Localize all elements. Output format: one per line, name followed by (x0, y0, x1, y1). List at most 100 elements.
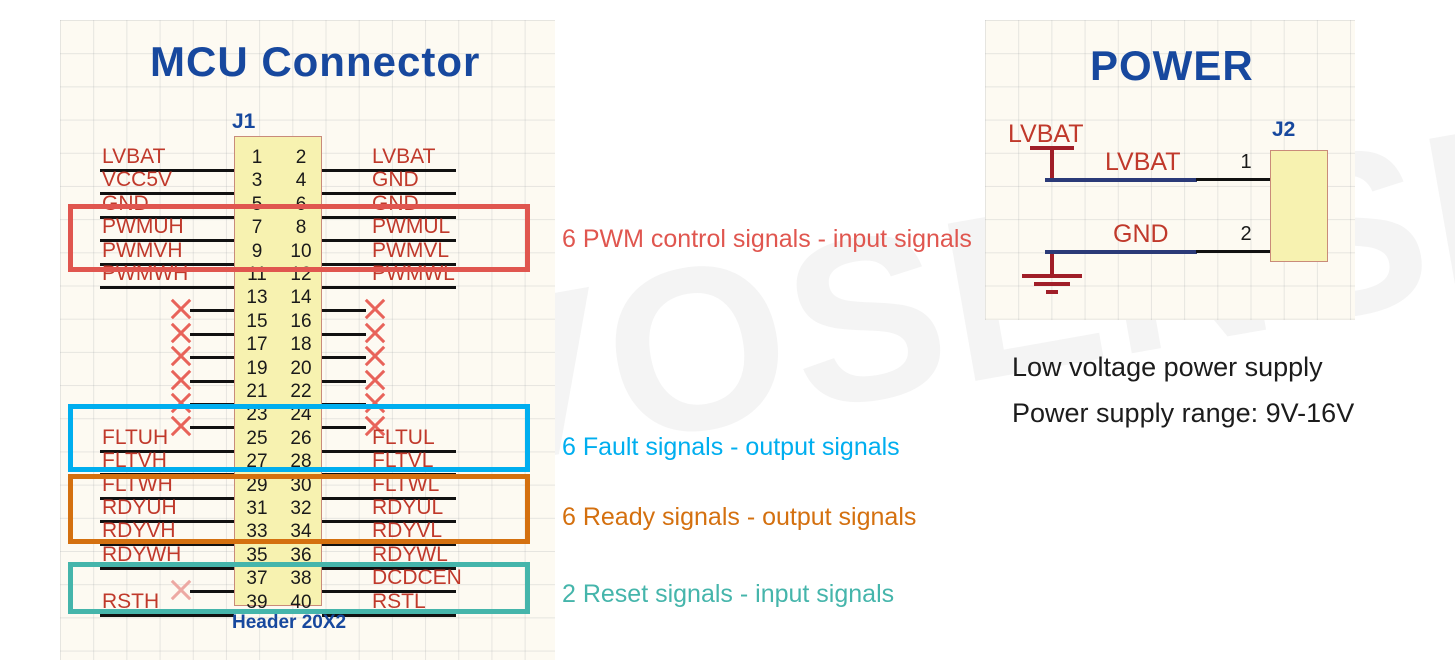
j1-unused-x-icon-13 (168, 296, 194, 322)
j1-net-label-GND: GND (372, 168, 419, 192)
j2-wire-gnd (1045, 250, 1197, 254)
power-description-line1: Low voltage power supply (1012, 352, 1323, 382)
j1-pin-37: 37 (246, 568, 268, 590)
mcu-title: MCU Connector (150, 38, 481, 85)
j1-pin-28: 28 (290, 451, 312, 473)
j1-wire-left-15 (190, 332, 234, 336)
j1-wire-left-5 (100, 215, 234, 219)
j2-pin-1: 1 (1240, 151, 1252, 173)
j1-wire-left-3 (100, 192, 234, 196)
j1-net-label-LVBAT: LVBAT (102, 145, 166, 168)
j1-pin-35: 35 (246, 544, 268, 566)
annotation-fault: 6 Fault signals - output signals (562, 433, 900, 461)
j1-pin-23: 23 (246, 404, 268, 426)
j1-wire-left-39 (100, 613, 234, 617)
j1-pin-36: 36 (290, 544, 312, 566)
j1-wire-left-1 (100, 169, 234, 172)
j1-wire-left-35 (100, 566, 234, 570)
j1-wire-right-38 (322, 590, 456, 594)
j1-unused-x-icon-16 (362, 320, 388, 346)
j1-net-label-PWMVL: PWMVL (372, 238, 450, 262)
j1-pin-17: 17 (246, 334, 268, 356)
j1-wire-left-29 (100, 496, 234, 500)
j1-connector-body (234, 136, 322, 606)
j1-wire-left-7 (100, 239, 234, 243)
lvbat-power-symbol-icon (1030, 146, 1074, 180)
ground-symbol-icon (1022, 250, 1082, 294)
j1-unused-x-icon-17 (168, 343, 194, 369)
j1-wire-left-23 (190, 426, 234, 430)
j1-pin-26: 26 (290, 427, 312, 449)
j1-wire-left-11 (100, 286, 234, 289)
j1-net-label-RDYUH: RDYUH (102, 496, 177, 519)
j1-wire-right-6 (322, 215, 456, 219)
j1-pin-31: 31 (246, 498, 268, 519)
j2-wire-lvbat (1045, 178, 1197, 182)
j1-footprint-label: Header 20X2 (232, 612, 347, 633)
j1-pin-16: 16 (290, 310, 312, 332)
j1-wire-right-12 (322, 286, 456, 289)
j1-pin-39: 39 (246, 591, 268, 613)
j1-net-label-DCDCEN: DCDCEN (372, 566, 462, 590)
j1-net-label-PWMUH: PWMUH (102, 215, 184, 239)
j1-net-label-FLTUH: FLTUH (102, 425, 169, 449)
j1-wire-right-26 (322, 449, 456, 453)
j1-wire-left-37 (190, 590, 234, 594)
j1-wire-left-17 (190, 356, 234, 360)
j1-pin-8: 8 (295, 217, 307, 239)
j1-net-label-RDYVH: RDYVH (102, 519, 176, 543)
j1-unused-x-icon-14 (362, 296, 388, 322)
j2-net-label-gnd: GND (1113, 220, 1169, 248)
j1-net-label-RDYWL: RDYWL (372, 542, 448, 566)
j1-wire-right-34 (322, 543, 456, 547)
j1-pin-24: 24 (290, 404, 312, 426)
j1-pin-15: 15 (246, 310, 268, 332)
j1-pin-32: 32 (290, 498, 312, 519)
j1-wire-left-13 (190, 309, 234, 313)
power-description-line2: Power supply range: 9V-16V (1012, 398, 1355, 428)
j1-wire-right-16 (322, 332, 366, 336)
j2-refdes: J2 (1272, 118, 1296, 141)
j1-pin-2: 2 (295, 147, 307, 168)
j1-wire-right-4 (322, 192, 456, 196)
highlight-box-ready (68, 474, 530, 544)
j1-wire-right-8 (322, 239, 456, 243)
j1-pin-3: 3 (251, 170, 263, 192)
j1-pin-1: 1 (251, 147, 263, 168)
j1-unused-x-icon-19 (168, 367, 194, 393)
j1-wire-right-24 (322, 426, 366, 430)
j1-pin-18: 18 (290, 334, 312, 356)
j1-wire-left-31 (100, 520, 234, 523)
j1-pin-9: 9 (251, 240, 263, 262)
j1-wire-left-25 (100, 449, 234, 453)
j1-pin-34: 34 (290, 521, 312, 543)
j1-pin-19: 19 (246, 357, 268, 379)
j1-net-label-RDYWH: RDYWH (102, 542, 182, 566)
j1-net-label-LVBAT: LVBAT (372, 145, 436, 168)
j1-pin-20: 20 (290, 357, 312, 379)
j1-pin-25: 25 (246, 427, 268, 449)
lvbat-source-label: LVBAT (1008, 120, 1084, 148)
highlight-box-pwm (68, 204, 530, 272)
j1-net-label-RDYUL: RDYUL (372, 496, 444, 519)
annotation-reset: 2 Reset signals - input signals (562, 580, 895, 608)
j1-pin-10: 10 (290, 240, 312, 262)
j1-net-label-PWMUL: PWMUL (372, 215, 451, 239)
j1-net-label-FLTVL: FLTVL (372, 449, 434, 473)
j1-pin-40: 40 (290, 591, 312, 613)
j1-unused-x-icon-20 (362, 367, 388, 393)
j1-net-label-PWMVH: PWMVH (102, 238, 183, 262)
j1-pin-27: 27 (246, 451, 268, 473)
j1-wire-right-2 (322, 169, 456, 172)
j1-pin-33: 33 (246, 521, 268, 543)
j1-refdes: J1 (232, 110, 256, 133)
j1-pin-30: 30 (290, 474, 312, 496)
j2-pin-wire-1 (1196, 178, 1270, 181)
j1-net-label-FLTUL: FLTUL (372, 425, 435, 449)
j1-pin-7: 7 (251, 217, 263, 239)
j1-wire-right-30 (322, 496, 456, 500)
j1-wire-left-9 (100, 262, 234, 266)
j1-pin-21: 21 (246, 381, 268, 402)
j1-wire-left-33 (100, 543, 234, 547)
j1-unused-x-icon-18 (362, 343, 388, 369)
